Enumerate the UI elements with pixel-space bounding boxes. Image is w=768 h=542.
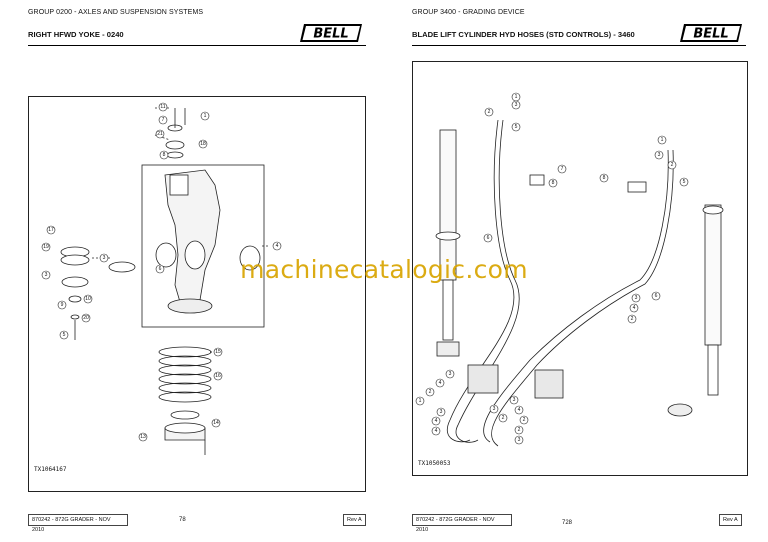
right-drawing-frame — [412, 61, 748, 476]
svg-text:5: 5 — [515, 124, 518, 130]
left-revision: Rev A — [343, 514, 366, 526]
svg-text:3: 3 — [515, 102, 518, 108]
callout-19: 19 — [43, 244, 49, 250]
callout-9: 9 — [61, 302, 64, 308]
callout-7: 7 — [162, 117, 165, 123]
bell-logo-right: BELL — [680, 24, 742, 42]
callout-20: 20 — [83, 315, 89, 321]
svg-text:BELL: BELL — [313, 27, 348, 42]
bell-logo-left: BELL — [300, 24, 362, 42]
callout-3a: 3 — [45, 272, 48, 278]
right-group-heading: GROUP 3400 - GRADING DEVICE — [412, 9, 525, 16]
callout-10: 10 — [85, 296, 91, 302]
callout-17: 17 — [48, 227, 54, 233]
callout-4: 4 — [276, 243, 279, 249]
svg-text:1: 1 — [661, 137, 664, 143]
svg-text:1: 1 — [515, 94, 518, 100]
svg-text:3: 3 — [493, 406, 496, 412]
callout-13: 13 — [140, 434, 146, 440]
svg-text:8: 8 — [552, 180, 555, 186]
svg-text:8: 8 — [603, 175, 606, 181]
svg-text:4: 4 — [518, 407, 521, 413]
svg-text:2: 2 — [488, 109, 491, 115]
svg-text:2: 2 — [502, 415, 505, 421]
callout-8: 8 — [163, 152, 166, 158]
svg-text:2: 2 — [671, 162, 674, 168]
callout-1: 1 — [204, 113, 207, 119]
svg-text:4: 4 — [633, 305, 636, 311]
right-header-rule — [412, 45, 746, 46]
svg-text:3: 3 — [635, 295, 638, 301]
callout-11: 11 — [160, 104, 165, 110]
left-page-title: RIGHT HFWD YOKE - 0240 — [28, 30, 124, 39]
svg-text:3: 3 — [449, 371, 452, 377]
right-page-number: 728 — [562, 520, 573, 526]
right-figure-code: TX1050053 — [418, 460, 451, 467]
svg-text:1: 1 — [419, 398, 422, 404]
right-page-title: BLADE LIFT CYLINDER HYD HOSES (STD CONTR… — [412, 30, 635, 39]
left-figure-code: TX1064167 — [34, 466, 67, 473]
callout-21: 21 — [157, 131, 163, 137]
svg-text:3: 3 — [518, 437, 521, 443]
callout-5: 5 — [63, 332, 66, 338]
callout-16: 16 — [215, 373, 221, 379]
svg-text:2: 2 — [429, 389, 432, 395]
svg-text:2: 2 — [523, 417, 526, 423]
right-footer-doc: 870242 - 872G GRADER - NOV 2010 — [412, 514, 512, 533]
left-group-heading: GROUP 0200 - AXLES AND SUSPENSION SYSTEM… — [28, 9, 204, 16]
svg-text:3: 3 — [440, 409, 443, 415]
svg-text:3: 3 — [658, 152, 661, 158]
right-page: GROUP 3400 - GRADING DEVICE BLADE LIFT C… — [384, 0, 768, 542]
left-header-rule — [28, 45, 366, 46]
svg-text:2: 2 — [631, 316, 634, 322]
svg-text:7: 7 — [561, 166, 564, 172]
callout-18: 18 — [200, 141, 206, 147]
svg-text:3: 3 — [513, 397, 516, 403]
svg-text:6: 6 — [655, 293, 658, 299]
svg-text:4: 4 — [435, 418, 438, 424]
svg-text:BELL: BELL — [693, 27, 728, 42]
left-footer-doc: 870242 - 872G GRADER - NOV 2010 — [28, 514, 128, 533]
left-page-number: 78 — [179, 517, 186, 523]
svg-text:5: 5 — [683, 179, 686, 185]
svg-text:6: 6 — [487, 235, 490, 241]
svg-text:4: 4 — [439, 380, 442, 386]
svg-text:2: 2 — [518, 427, 521, 433]
callout-6: 6 — [159, 266, 162, 272]
callout-15: 15 — [215, 349, 221, 355]
watermark: machinecatalogic.com — [240, 255, 528, 284]
svg-text:4: 4 — [435, 428, 438, 434]
callout-14: 14 — [213, 420, 219, 426]
right-revision: Rev A — [719, 514, 742, 526]
callout-3b: 3 — [103, 255, 106, 261]
